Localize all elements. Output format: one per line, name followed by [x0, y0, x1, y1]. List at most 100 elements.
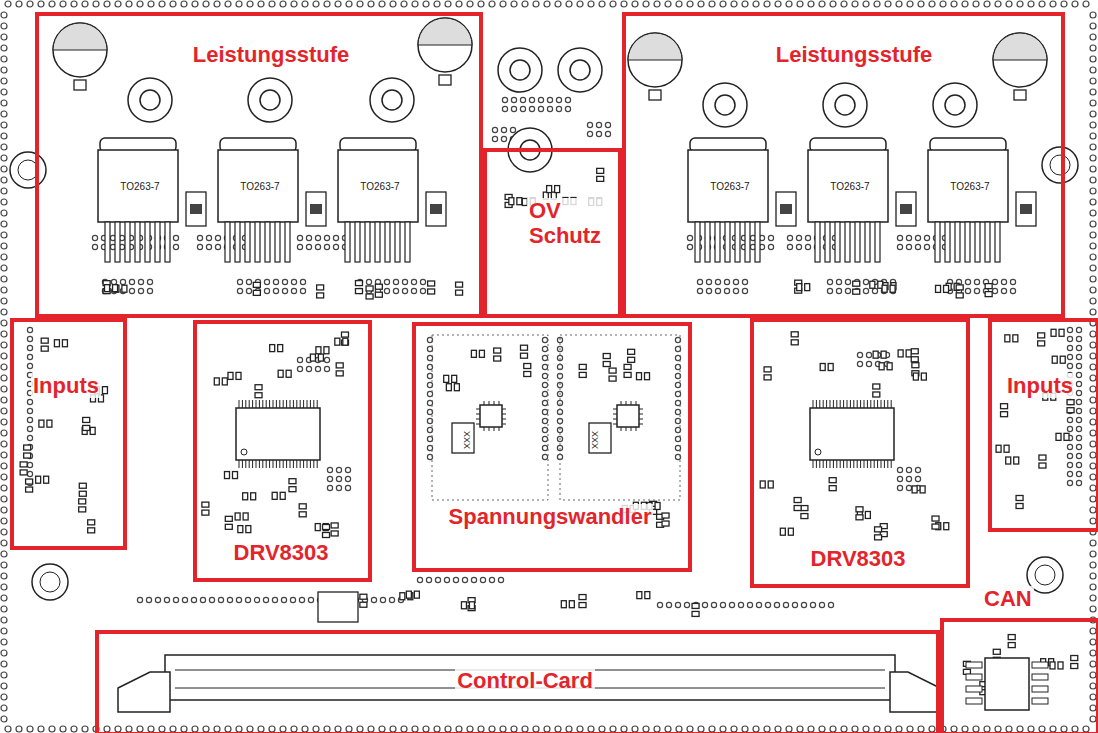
smd-part	[331, 523, 338, 536]
via	[1, 276, 7, 282]
chip-pin	[836, 400, 837, 408]
via	[1017, 726, 1023, 732]
via	[610, 1, 616, 7]
via	[1, 133, 7, 139]
inductor-hole	[140, 90, 160, 110]
via	[126, 1, 132, 7]
via	[291, 1, 297, 7]
smd-pad	[856, 507, 863, 512]
to263-body	[928, 150, 1008, 222]
via	[1076, 345, 1081, 350]
via	[828, 602, 833, 607]
chip-pin	[870, 460, 871, 468]
smd-pad	[875, 535, 882, 540]
smd-pad	[645, 373, 650, 380]
via	[170, 726, 176, 732]
via	[984, 726, 990, 732]
via	[965, 279, 970, 284]
chip-pin	[313, 460, 314, 468]
via	[120, 279, 125, 284]
smd-pad	[246, 526, 251, 533]
smd-pad	[88, 520, 95, 525]
via	[1, 45, 7, 51]
via	[1090, 463, 1096, 469]
via	[542, 400, 547, 405]
smd-pad	[829, 478, 836, 483]
inductor-hole	[382, 90, 402, 110]
smd-pad	[202, 502, 209, 507]
smd-pad	[879, 363, 884, 370]
via	[290, 597, 295, 602]
via	[1076, 408, 1081, 413]
via	[214, 1, 220, 7]
chip-pin	[621, 427, 622, 431]
via	[111, 279, 116, 284]
via	[863, 726, 869, 732]
chip-pin	[864, 400, 865, 408]
via	[258, 726, 264, 732]
via	[1, 606, 7, 612]
via	[27, 363, 32, 368]
via	[587, 122, 592, 127]
via	[709, 1, 715, 7]
via	[297, 366, 302, 371]
via	[665, 726, 671, 732]
smd-pad	[828, 364, 833, 371]
smd-pad	[289, 487, 296, 492]
electrolytic-capacitor	[53, 23, 107, 77]
chip-pin	[249, 460, 250, 468]
via	[924, 244, 929, 249]
via	[797, 1, 803, 7]
smd-part	[375, 284, 382, 297]
via	[1, 705, 7, 711]
via	[1067, 354, 1072, 359]
via	[1, 463, 7, 469]
smd-pad	[335, 338, 340, 345]
smd-part	[79, 499, 86, 512]
via	[402, 288, 407, 293]
via	[1006, 726, 1012, 732]
smd-pad	[628, 349, 635, 354]
via	[596, 122, 601, 127]
via	[1006, 1, 1012, 7]
via	[327, 476, 332, 481]
smd-pad	[985, 284, 992, 289]
smd-part	[791, 332, 798, 345]
to263-body	[338, 150, 418, 222]
via	[1090, 177, 1096, 183]
via	[1090, 441, 1096, 447]
smd-part	[795, 280, 802, 293]
via	[1, 474, 7, 480]
via	[281, 597, 286, 602]
smd-pad	[609, 368, 616, 373]
via	[1, 562, 7, 568]
drv-chip	[810, 408, 894, 460]
chip-pin	[626, 427, 627, 431]
via	[390, 1, 396, 7]
smd-pad	[911, 357, 918, 362]
via	[1028, 1, 1034, 7]
smd-part	[780, 528, 793, 535]
via	[819, 1, 825, 7]
via	[852, 1, 858, 7]
via	[302, 726, 308, 732]
chip-pin	[860, 460, 861, 468]
via	[206, 244, 211, 249]
inductor-hole	[570, 60, 590, 80]
via	[426, 577, 431, 582]
via	[324, 235, 329, 240]
smd-pad	[829, 486, 836, 491]
via	[1090, 232, 1096, 238]
to263-pin	[155, 222, 160, 262]
chip-pin	[833, 400, 834, 408]
to263-body	[218, 150, 298, 222]
via	[698, 726, 704, 732]
smd-part	[103, 281, 110, 294]
via	[706, 288, 711, 293]
via	[1, 78, 7, 84]
via	[1, 397, 7, 403]
via	[1090, 551, 1096, 557]
via	[711, 602, 716, 607]
smd-pad	[913, 373, 918, 380]
